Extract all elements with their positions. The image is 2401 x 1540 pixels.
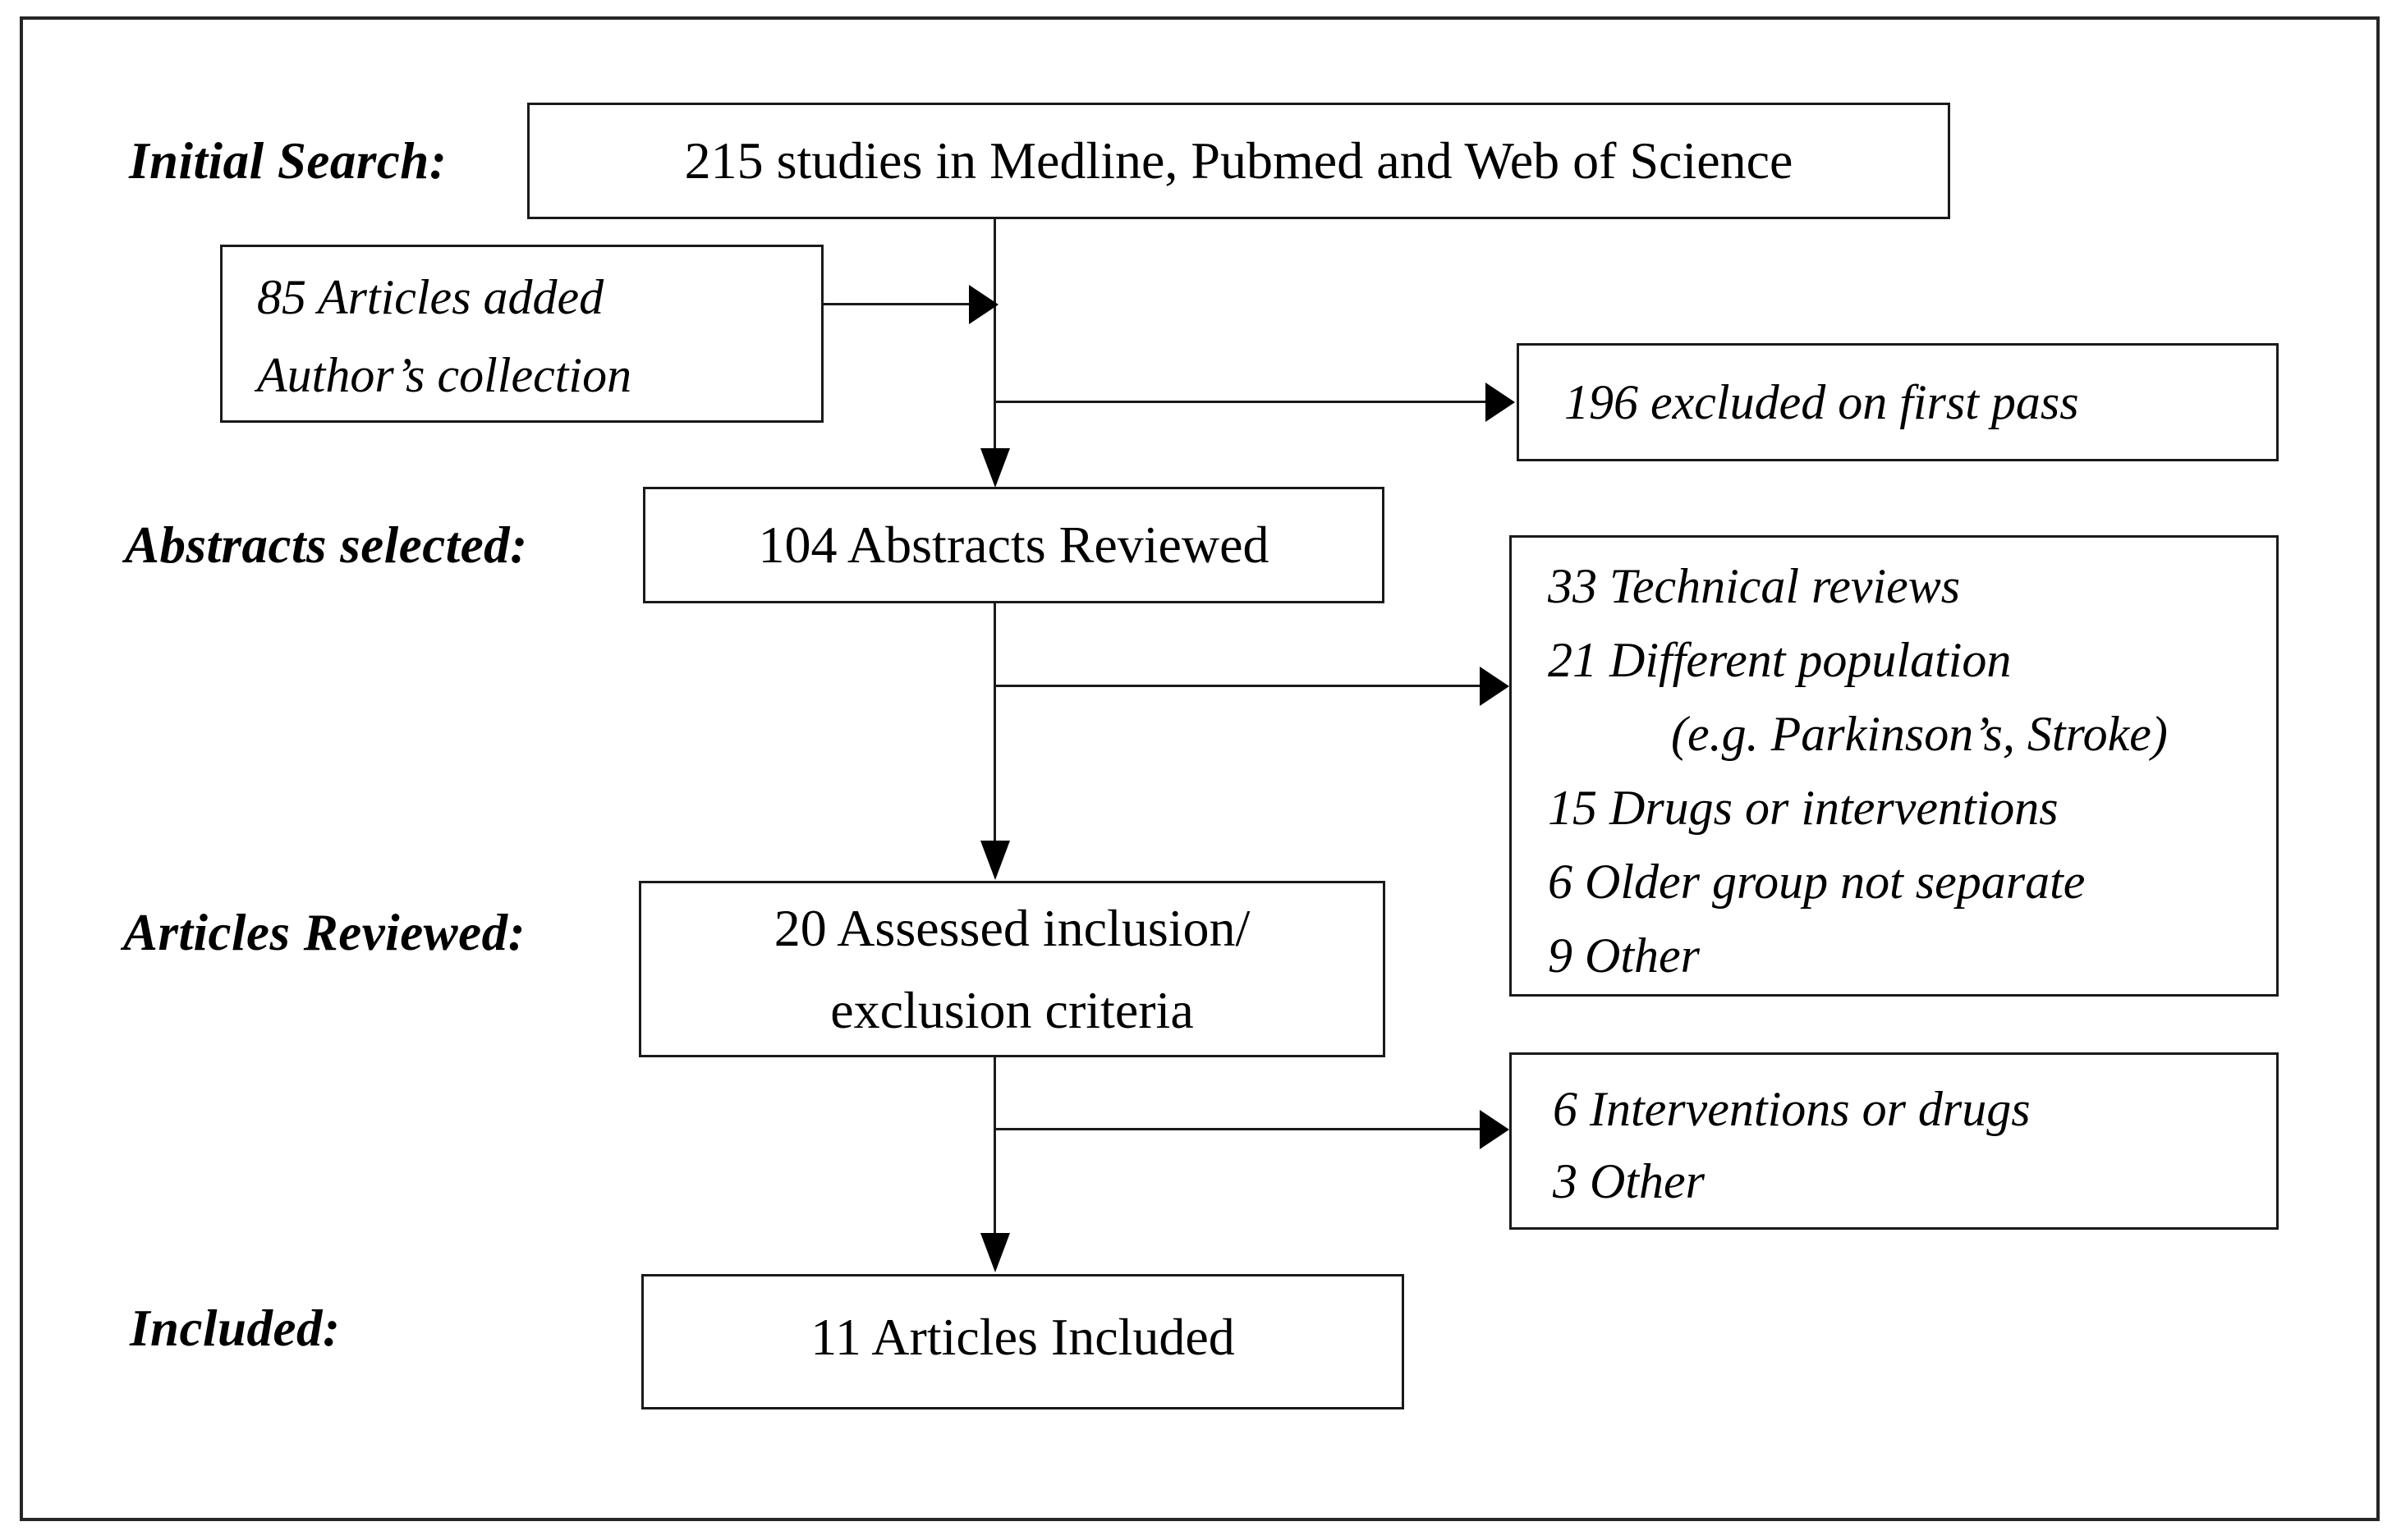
flow-box-initial-search: 215 studies in Medline, Pubmed and Web o…	[527, 103, 1950, 219]
stage-label-abstracts-selected: Abstracts selected:	[125, 516, 528, 574]
connector-line-to-third-pass-exclusions	[994, 1128, 1480, 1130]
flow-box-articles-included: 11 Articles Included	[641, 1274, 1404, 1409]
down-arrowhead-icon	[980, 841, 1010, 880]
right-arrowhead-icon	[1485, 383, 1515, 422]
right-arrowhead-icon	[969, 285, 999, 324]
side-box-author-collection-line1: 85 Articles added	[257, 270, 604, 324]
exclusion-reason: 9 Other	[1548, 928, 1700, 983]
side-box-excluded-first-pass: 196 excluded on first pass	[1517, 343, 2279, 461]
exclusion-reason: 15 Drugs or interventions	[1548, 781, 2059, 835]
flow-box-assessed-criteria-line2: exclusion criteria	[830, 980, 1194, 1039]
flow-box-abstracts-reviewed: 104 Abstracts Reviewed	[643, 487, 1384, 603]
side-box-excluded-third-pass: 6 Interventions or drugs 3 Other	[1509, 1052, 2279, 1230]
side-box-author-collection: 85 Articles added Author’s collection	[220, 245, 824, 423]
connector-line-initial-to-abstracts	[994, 219, 996, 451]
flow-box-assessed-criteria-line1: 20 Assessed inclusion/	[774, 898, 1251, 957]
exclusion-reason: 6 Interventions or drugs	[1553, 1082, 2031, 1136]
exclusion-reason: 3 Other	[1553, 1154, 1705, 1208]
right-arrowhead-icon	[1480, 1110, 1509, 1149]
down-arrowhead-icon	[980, 1233, 1010, 1272]
connector-line-assessed-to-included	[994, 1057, 996, 1234]
flow-box-initial-search-text: 215 studies in Medline, Pubmed and Web o…	[684, 131, 1793, 190]
connector-line-to-first-pass-exclusions	[994, 401, 1485, 403]
flow-box-abstracts-reviewed-text: 104 Abstracts Reviewed	[758, 516, 1269, 574]
connector-line-abstracts-to-assessed	[994, 603, 996, 843]
flow-box-articles-included-text: 11 Articles Included	[810, 1308, 1235, 1366]
side-box-excluded-second-pass: 33 Technical reviews 21 Different popula…	[1509, 535, 2279, 997]
exclusion-reason: 21 Different population	[1548, 633, 2012, 687]
connector-line-added-to-main	[824, 303, 970, 305]
down-arrowhead-icon	[980, 448, 1010, 488]
side-box-author-collection-line2: Author’s collection	[257, 348, 632, 402]
stage-label-articles-reviewed: Articles Reviewed:	[123, 904, 526, 961]
connector-line-to-second-pass-exclusions	[994, 685, 1480, 687]
stage-label-included: Included:	[130, 1299, 341, 1357]
exclusion-reason: (e.g. Parkinson’s, Stroke)	[1671, 707, 2168, 761]
flow-box-assessed-criteria: 20 Assessed inclusion/ exclusion criteri…	[639, 881, 1385, 1057]
right-arrowhead-icon	[1480, 667, 1509, 706]
side-box-excluded-first-pass-text: 196 excluded on first pass	[1564, 374, 2079, 429]
exclusion-reason: 6 Older group not separate	[1548, 855, 2086, 909]
stage-label-initial-search: Initial Search:	[129, 132, 448, 190]
exclusion-reason: 33 Technical reviews	[1548, 559, 1961, 613]
